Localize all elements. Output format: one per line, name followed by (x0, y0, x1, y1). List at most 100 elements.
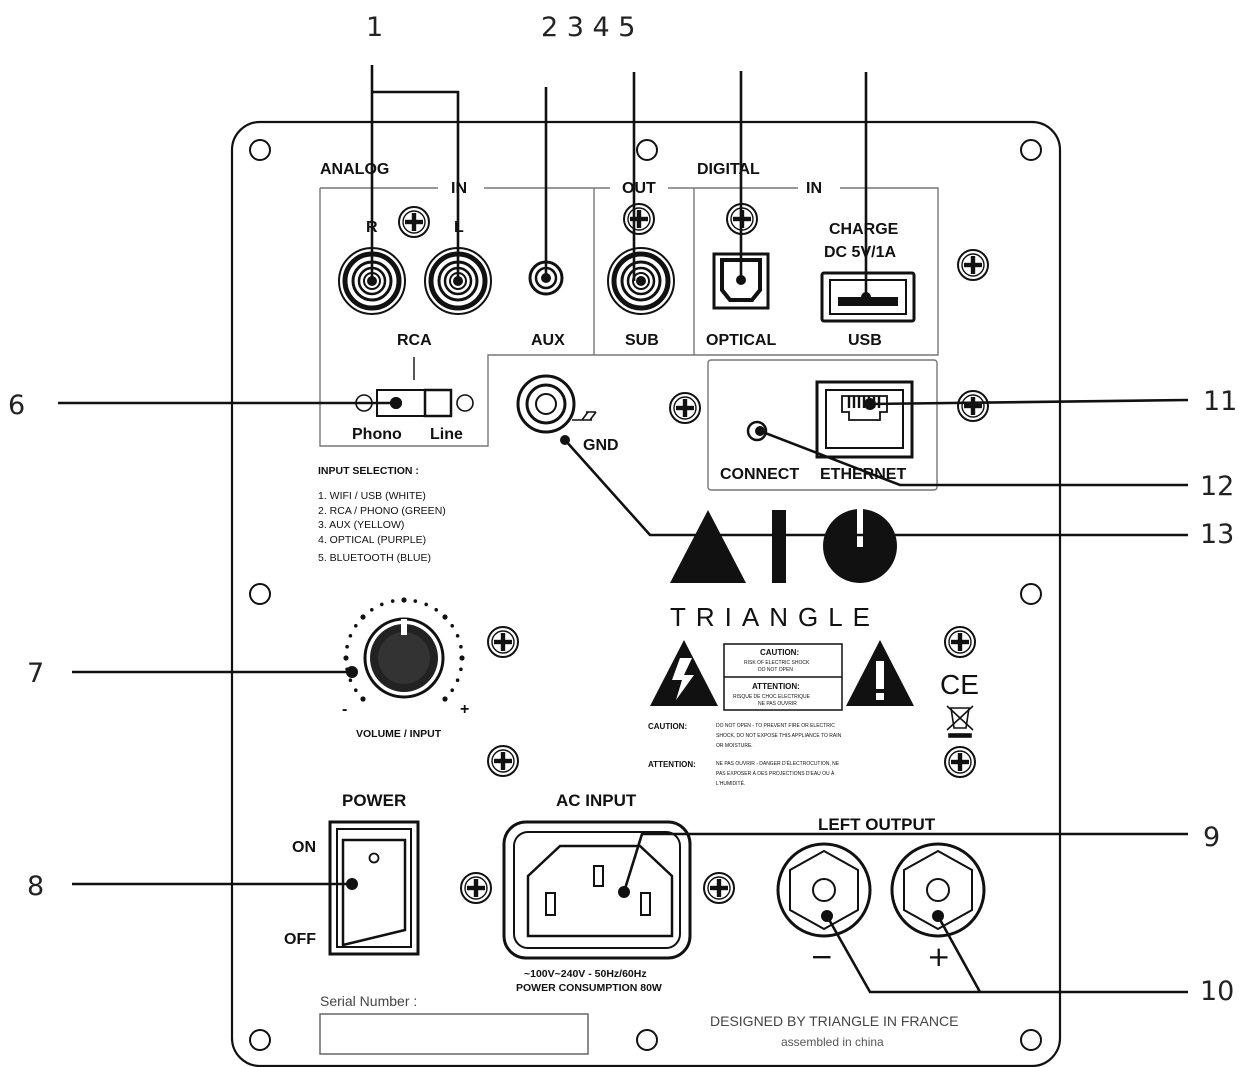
knob-scale-dot (360, 696, 366, 702)
caution-label: CAUTION: (648, 722, 687, 731)
ethernet-port (815, 380, 914, 459)
switch-off-label: OFF (284, 931, 316, 948)
caution-box-text: RISK OF ELECTRIC SHOCK (744, 660, 810, 666)
knob-scale-dot (434, 608, 439, 612)
ac-screw-right (703, 872, 735, 904)
usb-label: USB (848, 332, 882, 349)
caution-box-text: DO NOT OPEN (758, 667, 793, 673)
knob-scale-dot (354, 624, 358, 628)
knob-scale-dot (345, 644, 349, 649)
analog-screw (398, 206, 430, 238)
volume-minus: - (342, 701, 347, 718)
knob-scale-dot (442, 696, 448, 702)
callout-9: 9 (1203, 822, 1220, 853)
digital-heading: DIGITAL (697, 161, 760, 178)
switch-on-label: ON (292, 839, 316, 856)
callout-1: 1 (366, 12, 383, 43)
callout-7: 7 (27, 658, 44, 689)
ce-mark: CE (940, 669, 979, 700)
knob-scale-dot (450, 688, 455, 692)
leader-lines (58, 65, 1189, 994)
input-selection-item: 2. RCA / PHONO (GREEN) (318, 505, 446, 517)
aux-label: AUX (531, 332, 565, 349)
input-selection-item: 1. WIFI / USB (WHITE) (318, 490, 426, 502)
attention-text: PAS EXPOSER À DES PROJECTIONS D'EAU OU À (716, 770, 835, 777)
callout-13: 13 (1200, 519, 1234, 550)
knob-scale-dot (459, 667, 463, 672)
caution-text: OR MOISTURE. (716, 743, 753, 749)
callout-11: 11 (1203, 386, 1237, 417)
serial-number-label: Serial Number : (320, 993, 417, 1009)
knob-scale-dot (360, 614, 366, 620)
callout-8: 8 (27, 871, 44, 902)
knob-scale-dot (459, 655, 465, 661)
serial-number-box (319, 1013, 589, 1055)
caution-text: SHOCK, DO NOT EXPOSE THIS APPLIANCE TO R… (716, 733, 842, 739)
knob-screw-lower (487, 745, 519, 777)
volume-knob (343, 597, 465, 702)
terminal-plus-sign: + (927, 940, 950, 973)
panel-screw-center (669, 392, 701, 424)
callout-6: 6 (8, 390, 25, 421)
attention-text: L'HUMIDITÉ. (716, 780, 745, 787)
knob-scale-dot (390, 599, 395, 603)
attention-box-text: RISQUE DE CHOC ELECTRIQUE (733, 694, 811, 700)
ac-spec-voltage: ~100V~240V - 50Hz/60Hz (524, 968, 647, 980)
rca-label: RCA (397, 332, 432, 349)
caution-box-title: CAUTION: (760, 648, 799, 657)
input-selection-item: 4. OPTICAL (PURPLE) (318, 534, 426, 546)
gnd-label: GND (583, 437, 619, 454)
volume-plus: + (460, 701, 469, 718)
left-output-label: LEFT OUTPUT (818, 815, 936, 834)
ac-spec-power: POWER CONSUMPTION 80W (516, 982, 662, 994)
charge-label: CHARGE (829, 221, 899, 238)
ce-screw-lower (944, 746, 976, 778)
caution-text: DO NOT OPEN - TO PREVENT FIRE OR ELECTRI… (716, 723, 835, 729)
brand-name: TRIANGLE (670, 602, 880, 632)
designed-by-text: DESIGNED BY TRIANGLE IN FRANCE (710, 1013, 958, 1029)
input-selection-title: INPUT SELECTION : (318, 465, 419, 477)
knob-scale-dot (413, 599, 418, 603)
line-label: Line (430, 426, 463, 443)
rear-panel-plate (230, 120, 1062, 1067)
ac-input-label: AC INPUT (556, 791, 637, 810)
speaker-terminal-negative (776, 842, 872, 938)
knob-scale-dot (348, 634, 353, 638)
knob-scale-dot (348, 678, 353, 682)
input-selection-item: 5. BLUETOOTH (BLUE) (318, 552, 431, 564)
power-switch (328, 820, 420, 956)
knob-scale-dot (354, 688, 358, 692)
triangle-logo (670, 509, 897, 583)
connect-label: CONNECT (720, 466, 799, 483)
ac-inlet (502, 820, 692, 960)
warning-label (650, 640, 914, 711)
knob-scale-dot (455, 634, 460, 638)
assembled-text: assembled in china (781, 1035, 884, 1049)
knob-scale-dot (343, 655, 349, 661)
ac-screw-left (460, 872, 492, 904)
knob-scale-dot (424, 602, 429, 607)
attention-box-title: ATTENTION: (752, 682, 800, 691)
knob-scale-dot (370, 608, 374, 612)
out-heading: OUT (622, 180, 656, 197)
knob-scale-dot (455, 678, 460, 682)
knob-scale-dot (442, 614, 448, 620)
leader-endpoints (346, 273, 944, 922)
attention-label: ATTENTION: (648, 760, 696, 769)
callout-12: 12 (1200, 471, 1234, 502)
panel-screw-right-mid (957, 390, 989, 422)
speaker-terminal-positive (890, 842, 986, 938)
knob-scale-dot (459, 644, 463, 649)
knob-scale-dot (450, 624, 455, 628)
panel-screw-right-upper (957, 249, 989, 281)
callout-2-5: 2 3 4 5 (541, 12, 635, 43)
mounting-holes (249, 139, 1042, 1051)
knob-scale-dot (380, 602, 384, 607)
knob-scale-dot (401, 597, 407, 603)
attention-text: NE PAS OUVRIR - DANGER D'ÉLECTROCUTION, … (716, 760, 840, 767)
ground-terminal (516, 374, 597, 434)
ethernet-label: ETHERNET (820, 466, 906, 483)
terminal-minus-sign: − (810, 940, 833, 973)
volume-input-label: VOLUME / INPUT (356, 728, 442, 740)
